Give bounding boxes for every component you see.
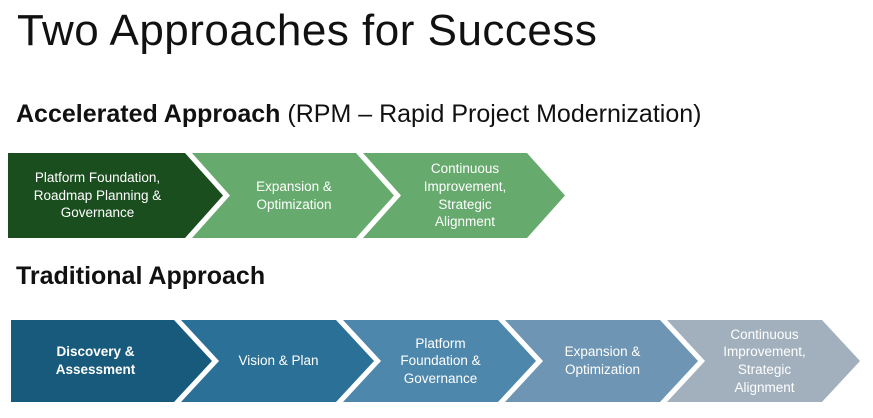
chevron-step-platform-foundation-roadmap: Platform Foundation, Roadmap Planning & …: [8, 153, 223, 238]
chevron-step-continuous-improvement: Continuous Improvement, Strategic Alignm…: [363, 153, 565, 238]
accelerated-process-chevrons: Platform Foundation, Roadmap Planning & …: [8, 153, 565, 238]
chevron-step-label: Discovery & Assessment: [55, 344, 136, 377]
chevron-step-label: Expansion & Optimization: [256, 178, 332, 212]
chevron-step-discovery-assessment: Discovery & Assessment: [11, 320, 212, 402]
chevron-step-label: Continuous Improvement, Strategic Alignm…: [423, 161, 507, 230]
accelerated-approach-heading-suffix: (RPM – Rapid Project Modernization): [280, 100, 702, 128]
chevron-step-label: Continuous Improvement, Strategic Alignm…: [723, 326, 806, 395]
chevron-step-label: Expansion & Optimization: [564, 344, 641, 377]
chevron-step-label: Platform Foundation, Roadmap Planning & …: [33, 170, 162, 221]
traditional-process-chevrons: Discovery & Assessment Vision & Plan Pla…: [11, 320, 860, 402]
traditional-approach-heading: Traditional Approach: [16, 262, 265, 291]
chevron-step-expansion-optimization: Expansion & Optimization: [505, 320, 698, 402]
accelerated-approach-heading: Accelerated Approach (RPM – Rapid Projec…: [16, 100, 701, 129]
traditional-approach-heading-bold: Traditional Approach: [16, 262, 266, 290]
slide-title: Two Approaches for Success: [17, 6, 598, 55]
chevron-step-continuous-improvement: Continuous Improvement, Strategic Alignm…: [667, 320, 860, 402]
accelerated-approach-heading-bold: Accelerated Approach: [16, 100, 281, 128]
chevron-step-label: Platform Foundation & Governance: [400, 335, 481, 386]
chevron-step-label: Vision & Plan: [238, 353, 319, 369]
